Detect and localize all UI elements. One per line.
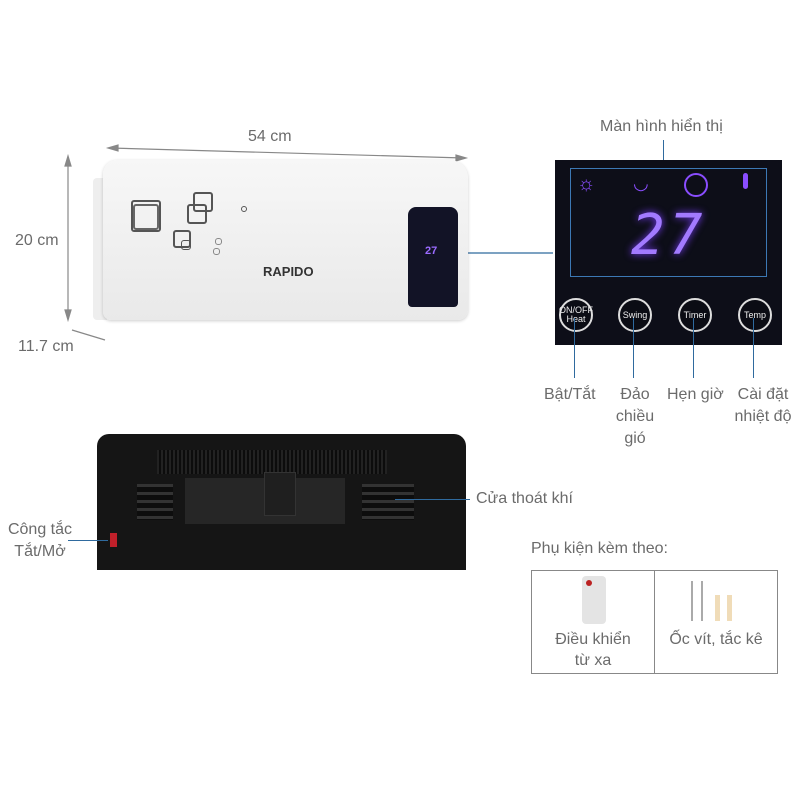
- on-off-heat-button[interactable]: ON/OFF Heat: [559, 298, 593, 332]
- brand-logo: RAPIDO: [263, 264, 314, 279]
- power-switch[interactable]: [110, 533, 117, 547]
- accessory-remote-label-2: từ xa: [574, 652, 612, 669]
- accessory-remote-label-1: Điều khiển: [555, 631, 631, 648]
- screws-icon: [687, 581, 747, 623]
- heater-back: [97, 434, 466, 570]
- swing-icon: ◡: [633, 173, 649, 193]
- switch-label-1: Công tắc: [7, 521, 73, 538]
- switch-label-2: Tắt/Mở: [14, 543, 66, 560]
- control-panel: ☼ ◡ 27 ON/OFF Heat Swing Timer Temp: [555, 160, 782, 345]
- thermometer-icon: [743, 173, 748, 189]
- display-screen: ☼ ◡ 27: [570, 168, 767, 277]
- remote-control-icon: [582, 576, 606, 624]
- temperature-display: 27: [631, 203, 707, 268]
- caption-timer: Hẹn giờ: [667, 386, 724, 403]
- outlet-label: Cửa thoát khí: [476, 490, 573, 507]
- accessory-screws-label: Ốc vít, tắc kê: [669, 631, 763, 648]
- display-title: Màn hình hiển thị: [600, 118, 723, 135]
- clock-icon: [684, 173, 708, 197]
- temp-button[interactable]: Temp: [738, 298, 772, 332]
- front-display-panel: 27: [408, 207, 458, 307]
- mini-temp: 27: [425, 245, 438, 257]
- caption-swing: Đảo chiều gió: [615, 386, 655, 447]
- width-label: 54 cm: [248, 128, 292, 145]
- caption-temp: Cài đặt nhiệt độ: [734, 386, 792, 425]
- depth-label: 11.7 cm: [18, 338, 74, 355]
- timer-button[interactable]: Timer: [678, 298, 712, 332]
- heater-body: RAPIDO 27: [103, 160, 468, 320]
- height-label: 20 cm: [15, 232, 59, 249]
- swing-button[interactable]: Swing: [618, 298, 652, 332]
- accessories-title: Phụ kiện kèm theo:: [531, 540, 668, 557]
- sun-icon: ☼: [577, 173, 596, 195]
- caption-on-off: Bật/Tắt: [544, 386, 596, 403]
- accessories-table: Điều khiển từ xa Ốc vít, tắc kê: [531, 570, 778, 674]
